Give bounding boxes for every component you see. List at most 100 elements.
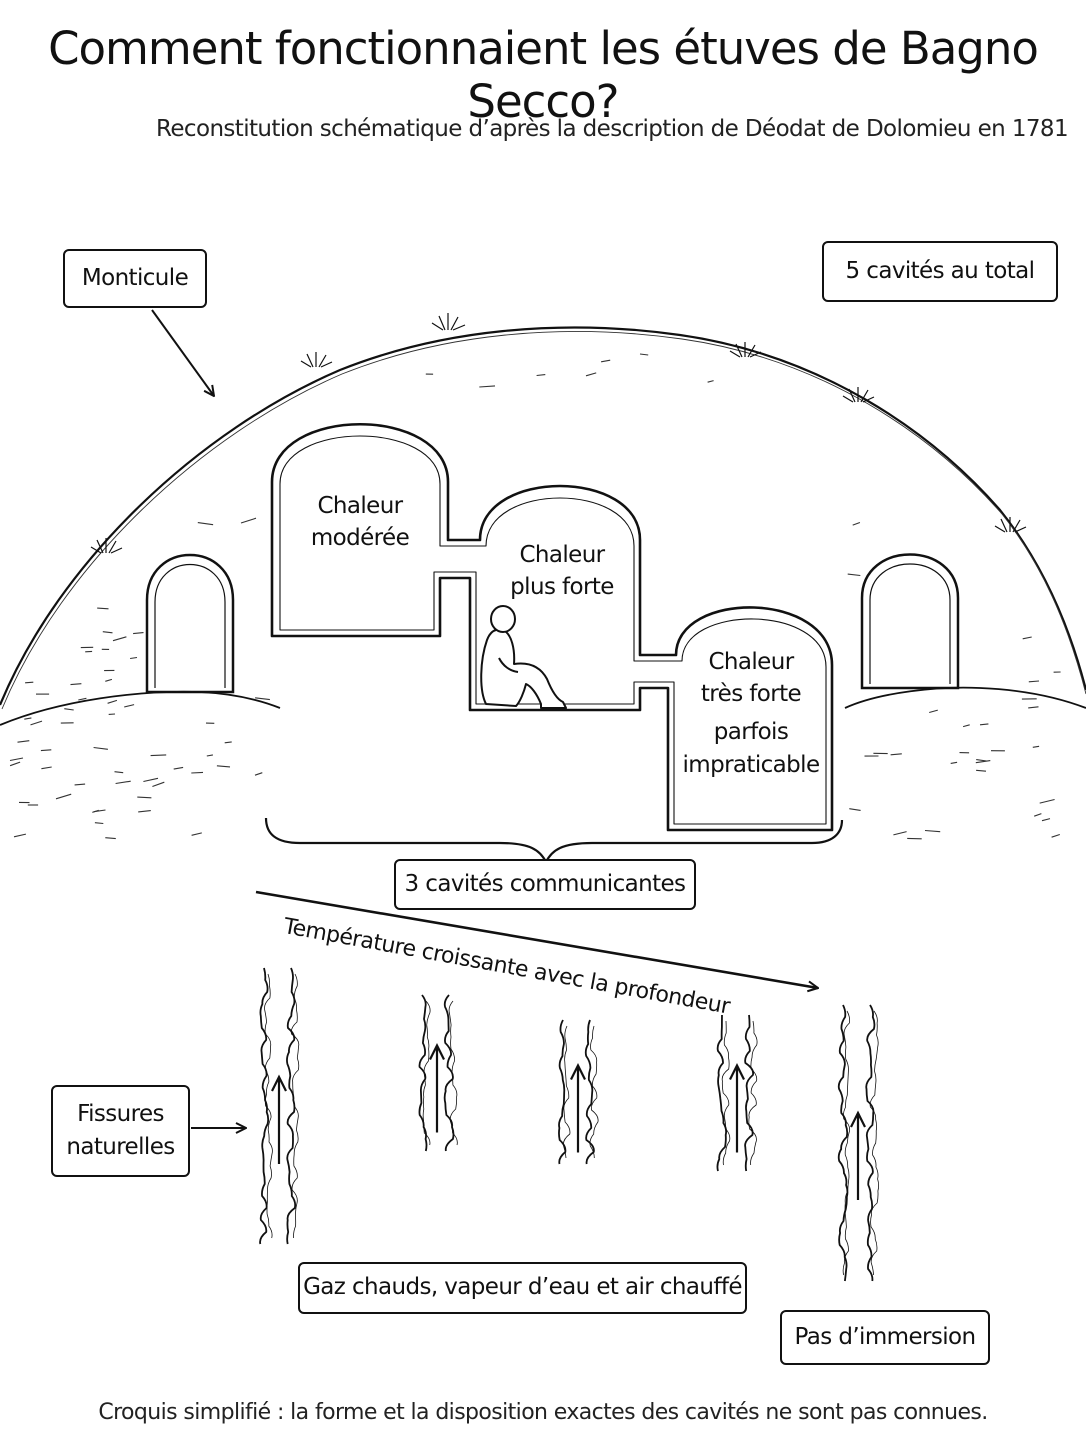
fissure-edge [721, 1020, 731, 1166]
fissure [418, 994, 458, 1152]
fissures-label: Fissures naturelles [51, 1085, 190, 1177]
hatch-stroke [254, 772, 263, 776]
hatch-stroke [92, 809, 99, 813]
upward-arrow-icon [850, 1110, 866, 1200]
hatch-stroke [976, 759, 987, 762]
cavity-label-very-strong: Chaleur très forte parfois impraticable [682, 646, 820, 781]
hatch-stroke [24, 717, 32, 720]
hatch-stroke [115, 780, 131, 785]
hatch-stroke [74, 783, 86, 786]
hatch-stroke [224, 741, 232, 744]
hatch-stroke [1028, 680, 1040, 683]
fissures-label-line: naturelles [66, 1134, 175, 1160]
hatch-stroke [107, 699, 118, 704]
total-cavities-label: 5 cavités au total [822, 241, 1058, 302]
fissure-edge [558, 1019, 567, 1165]
fissure-edge [448, 1000, 458, 1146]
fissure-edge [422, 1000, 431, 1146]
cavity-label-line: impraticable [682, 751, 820, 778]
fissure-edge [584, 1019, 595, 1165]
hatch-stroke [1041, 818, 1051, 822]
communicating-cavities-label: 3 cavités communicantes [394, 859, 696, 910]
hatch-stroke [950, 761, 958, 764]
hatch-stroke [143, 777, 159, 783]
right-doorway [844, 553, 1086, 709]
fissure-edge [290, 973, 300, 1239]
hatch-stroke [9, 761, 21, 767]
hatch-stroke [13, 833, 27, 838]
hatch-stroke [206, 754, 213, 757]
hatch-stroke [133, 632, 144, 635]
hatch-stroke [191, 832, 202, 836]
fissures-label-line: Fissures [77, 1100, 164, 1127]
page-title: Comment fonctionnaient les étuves de Bag… [48, 22, 1039, 128]
upward-arrow-icon [729, 1063, 745, 1153]
hatch-stroke [173, 766, 184, 770]
fissure-edge [562, 1025, 571, 1159]
hatch-stroke [852, 521, 861, 526]
hatch-stroke [124, 704, 135, 708]
upward-arrow-icon [429, 1043, 445, 1133]
fissure-edge [865, 1004, 876, 1282]
cavity-label-line: très forte [700, 681, 802, 708]
left-doorway [0, 553, 281, 726]
cavity-label-line: parfois [713, 719, 789, 746]
seated-person-icon [480, 605, 567, 709]
upward-arrow-icon [570, 1063, 586, 1153]
fissure [716, 1014, 758, 1172]
hatch-stroke [105, 837, 116, 840]
hatch-stroke [130, 656, 138, 660]
cavity-label-line: Chaleur [317, 493, 403, 519]
hatch-stroke [962, 724, 970, 728]
hatch-stroke [41, 766, 52, 770]
fissure-edge [748, 1020, 758, 1166]
hatch-stroke [70, 683, 82, 686]
hatch-stroke [890, 753, 902, 756]
hatch-stroke [102, 631, 113, 634]
hatch-stroke [707, 380, 714, 383]
hatch-stroke [585, 372, 597, 377]
hatch-stroke [1051, 833, 1060, 838]
fissure-edge [264, 973, 273, 1239]
communicating-cavities [270, 423, 834, 832]
hatch-stroke [975, 760, 991, 764]
hatch-stroke [78, 697, 87, 701]
monticule-label: Monticule [63, 249, 207, 308]
hatch-stroke [97, 607, 109, 610]
hatch-stroke [191, 771, 204, 774]
cavity-label-line: plus forte [510, 574, 614, 601]
fissure-edge [259, 967, 270, 1245]
hatch-stroke [55, 793, 72, 800]
monticule-pointer-arrow [151, 309, 214, 396]
hatch-stroke [1039, 798, 1055, 804]
fissure-edge [744, 1014, 755, 1172]
fissure [558, 1019, 599, 1165]
hatch-stroke [114, 771, 124, 774]
hatch-stroke [639, 353, 649, 356]
hatch-stroke [93, 746, 108, 750]
hatch-stroke [9, 757, 24, 762]
hatch-stroke [924, 829, 941, 833]
hatch-stroke [105, 678, 113, 682]
hatch-stroke [152, 781, 165, 788]
footnote: Croquis simplifié : la forme et la dispo… [98, 1400, 988, 1425]
hatch-stroke [979, 723, 989, 726]
hatch-stroke [601, 359, 611, 363]
mound [0, 326, 1086, 710]
hatch-stroke [40, 749, 52, 752]
hatch-stroke [150, 754, 167, 757]
hatch-stroke [849, 808, 861, 811]
cavity-label-stronger: Chaleur plus forte [510, 539, 614, 603]
temperature-arrow [255, 890, 818, 988]
hatch-stroke [64, 708, 74, 711]
hatch-stroke [847, 573, 861, 577]
upward-arrow-icon [271, 1074, 287, 1164]
cavity-label-line: Chaleur [708, 649, 794, 675]
fissure [259, 967, 300, 1245]
hatch-stroke [255, 697, 270, 701]
hatch-stroke [929, 709, 938, 714]
hatch-stroke [17, 740, 30, 743]
cavity-label-line: Chaleur [519, 542, 605, 568]
hatch-stroke [1032, 745, 1040, 748]
cavity-label-moderate: Chaleur modérée [311, 490, 410, 554]
